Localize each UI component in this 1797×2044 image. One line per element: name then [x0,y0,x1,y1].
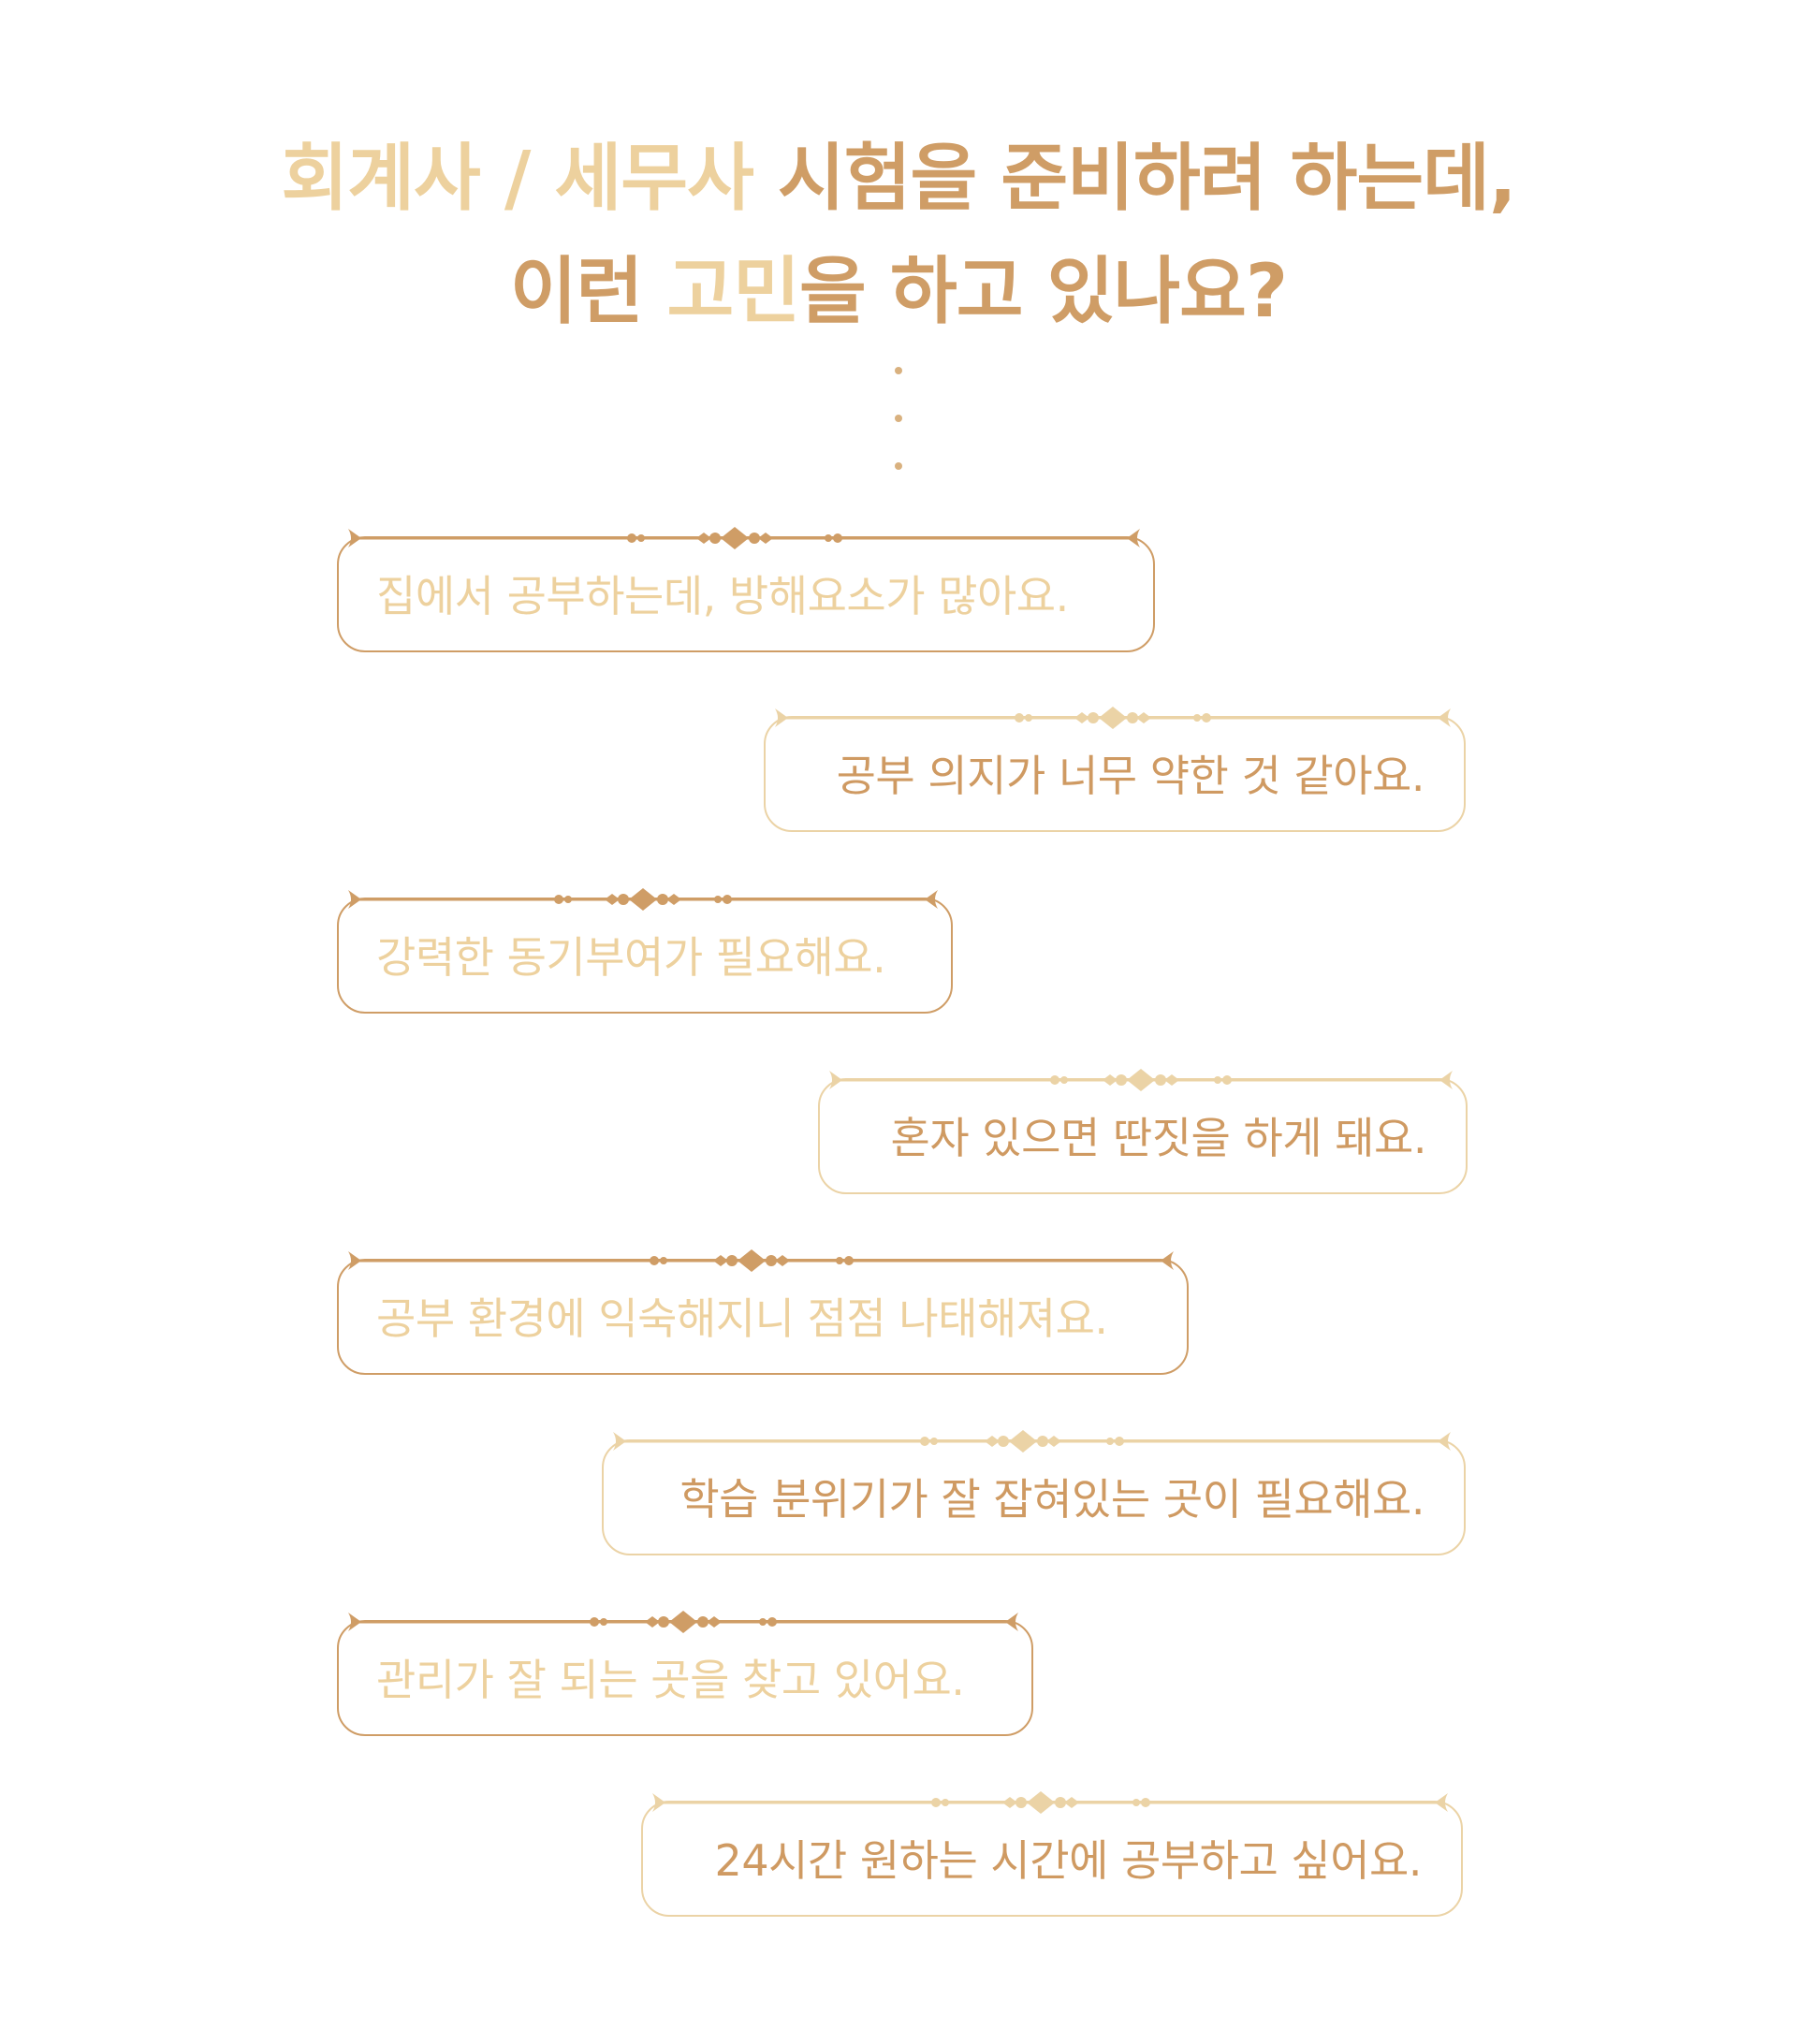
ornament-divider [652,1791,1448,1814]
ornament-divider [829,1069,1453,1091]
ornament-divider [775,707,1451,729]
headline-text: 을 하고 있나요? [799,250,1288,334]
ornament-divider [348,1611,1018,1633]
headline-highlight-exam: 회계사 / 세무사 [281,137,753,221]
concern-text: 24시간 원하는 시간에 공부하고 싶어요. [714,1835,1423,1886]
concern-text: 공부 환경에 익숙해지니 점점 나태해져요. [376,1293,1108,1344]
concern-bubble: 집에서 공부하는데, 방해요소가 많아요. [337,527,1155,652]
concern-text: 집에서 공부하는데, 방해요소가 많아요. [376,571,1069,621]
concern-text: 강력한 동기부여가 필요해요. [376,932,886,983]
vertical-dots-divider [890,367,907,510]
dot [895,415,902,422]
concern-bubble: 학습 분위기가 잘 잡혀있는 곳이 필요해요. [602,1430,1466,1555]
headline-text: 시험을 준비하려 하는데, [752,137,1517,221]
headline-text: 이런 [509,250,667,334]
headline-line-1: 회계사 / 세무사 시험을 준비하려 하는데, [0,120,1797,225]
concern-bubble: 공부 의지가 너무 약한 것 같아요. [764,707,1466,832]
concern-bubble: 24시간 원하는 시간에 공부하고 싶어요. [641,1791,1463,1917]
concern-bubble: 공부 환경에 익숙해지니 점점 나태해져요. [337,1249,1189,1375]
headline-line-2: 이런 고민을 하고 있나요? [0,233,1797,338]
dot [895,367,902,374]
ornament-divider [348,527,1140,549]
dot [895,462,902,470]
ornament-divider [348,1249,1174,1272]
concern-text: 공부 의지가 너무 약한 것 같아요. [836,751,1425,801]
concern-text: 혼자 있으면 딴짓을 하게 돼요. [890,1113,1427,1163]
ornament-divider [613,1430,1451,1453]
concern-text: 관리가 잘 되는 곳을 찾고 있어요. [376,1655,965,1705]
concern-bubble: 관리가 잘 되는 곳을 찾고 있어요. [337,1611,1033,1736]
concern-bubble: 혼자 있으면 딴짓을 하게 돼요. [818,1069,1468,1194]
ornament-divider [348,888,938,911]
concern-text: 학습 분위기가 잘 잡혀있는 곳이 필요해요. [679,1474,1424,1525]
concern-bubble: 강력한 동기부여가 필요해요. [337,888,953,1014]
headline-highlight-worry: 고민 [666,250,801,334]
